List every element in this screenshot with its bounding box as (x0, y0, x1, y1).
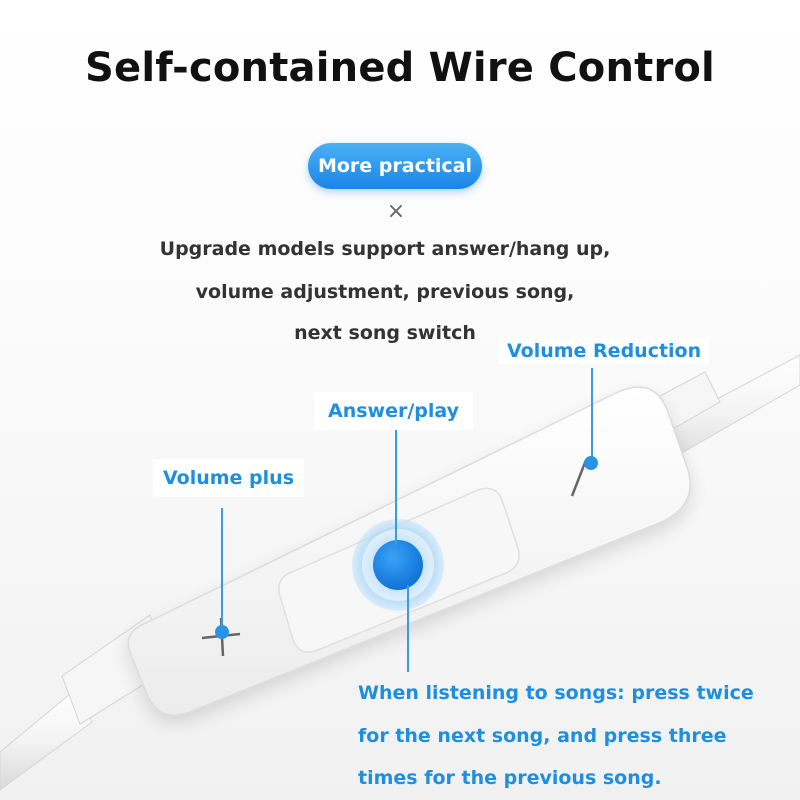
dot-volume-plus (215, 625, 229, 639)
note-line-1: When listening to songs: press twice (358, 682, 754, 704)
answer-play-label: Answer/play (314, 392, 474, 430)
description-line-1: Upgrade models support answer/hang up, (159, 238, 611, 260)
times-icon: × (386, 199, 406, 224)
page-title: Self-contained Wire Control (85, 45, 715, 91)
note-line-2: for the next song, and press three (358, 725, 727, 747)
volume-plus-label: Volume plus (153, 459, 305, 497)
dot-volume-reduction (584, 456, 598, 470)
badge-label: More practical (317, 155, 473, 177)
description-line-2: volume adjustment, previous song, (195, 281, 575, 303)
minus-symbol-icon[interactable] (570, 459, 588, 497)
more-practical-badge: More practical (308, 143, 482, 189)
description-line-3: next song switch (294, 322, 476, 344)
answer-play-target-icon (352, 519, 444, 611)
volume-reduction-label: Volume Reduction (499, 338, 710, 364)
note-line-3: times for the previous song. (358, 767, 662, 789)
